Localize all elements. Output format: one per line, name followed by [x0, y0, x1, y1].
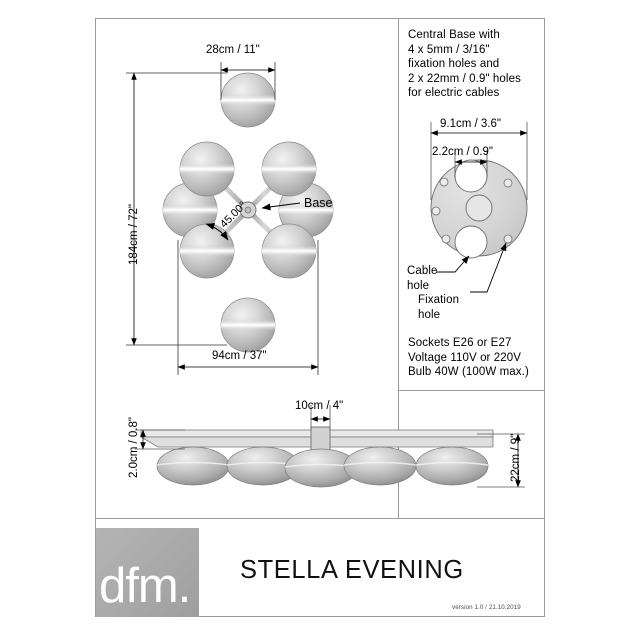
- label-fixation-hole: Fixation hole: [418, 294, 460, 321]
- detail-leader-lines: [436, 242, 507, 293]
- cable-hole-top: [454, 159, 488, 193]
- cable-hole-bottom: [454, 225, 488, 259]
- page-title: STELLA EVENING: [240, 556, 464, 584]
- notes-divider: [398, 390, 545, 391]
- central-hub: [239, 201, 257, 219]
- angle-arc: [205, 223, 229, 241]
- elevation-globe-5: [415, 446, 489, 486]
- dim-label-plate-thickness: 2.0cm / 0.8": [128, 417, 140, 478]
- globe-lower-right: [261, 223, 317, 279]
- dim-overall-width: [177, 240, 319, 375]
- title-block-divider: [95, 518, 545, 519]
- side-elevation: [139, 426, 494, 488]
- dim-globe-diameter: [220, 62, 276, 100]
- fixation-hole-5: [503, 234, 513, 244]
- version-label: version 1.0 / 21.10.2019: [452, 604, 521, 611]
- dim-label-globe-drop: 22cm / 9": [510, 433, 522, 482]
- fixation-hole-3: [441, 234, 451, 244]
- dim-label-hub-width: 10cm / 4": [295, 400, 344, 412]
- sheet-border: [95, 18, 545, 617]
- fixation-hole-2: [431, 206, 441, 216]
- dim-label-cable-hole-diameter: 2.2cm / 0.9": [432, 146, 493, 158]
- note-central-base: Central Base with 4 x 5mm / 3/16" fixati…: [408, 29, 521, 99]
- dim-hub-width: [310, 405, 331, 430]
- dim-base-plate-diameter: [430, 122, 528, 200]
- globe-lower-left: [179, 223, 235, 279]
- base-label: Base: [304, 196, 333, 210]
- elevation-globe-1: [156, 446, 230, 486]
- fixation-hole-4: [503, 178, 513, 188]
- brand-logo: dfm.: [99, 559, 191, 613]
- globe-bottom: [220, 297, 276, 353]
- globe-group: [162, 72, 334, 353]
- base-plate-detail: [430, 159, 528, 259]
- dim-globe-drop: [477, 433, 525, 488]
- globe-upper-left: [179, 141, 235, 197]
- globe-upper-right: [261, 141, 317, 197]
- label-cable-hole: Cable hole: [407, 265, 438, 292]
- globe-top: [220, 72, 276, 128]
- globe-right: [278, 182, 334, 238]
- dim-overall-height: [126, 72, 227, 346]
- elevation-globes: [156, 446, 489, 488]
- globe-left: [162, 182, 218, 238]
- dim-label-globe-diameter: 28cm / 11": [206, 44, 260, 56]
- dim-label-overall-width: 94cm / 37": [212, 350, 267, 362]
- fixation-hole-1: [439, 177, 449, 187]
- dim-plate-thickness: [135, 429, 185, 450]
- note-electrical: Sockets E26 or E27 Voltage 110V or 220V …: [408, 337, 529, 378]
- logo-background: [96, 528, 199, 617]
- center-hole: [465, 194, 493, 222]
- base-leader-line: [261, 202, 301, 211]
- vertical-divider: [398, 18, 399, 518]
- elevation-globe-4: [343, 446, 417, 486]
- dim-cable-hole-diameter: [454, 150, 488, 178]
- dim-label-overall-height: 184cm / 72": [128, 204, 140, 265]
- dim-label-base-plate-diameter: 9.1cm / 3.6": [440, 118, 501, 130]
